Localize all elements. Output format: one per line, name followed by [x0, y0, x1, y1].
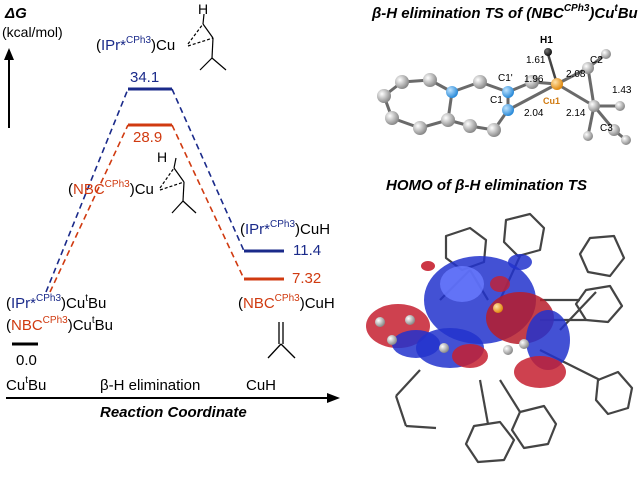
label-ts-red: (NBCCPh3)Cu: [68, 179, 154, 198]
h-label-blue: H: [198, 1, 209, 17]
homo-render: [366, 212, 634, 464]
paren-close: ): [61, 295, 67, 312]
value-ts-red: 28.9: [133, 129, 163, 146]
value-prod-red: 7.32: [292, 270, 322, 287]
nbc-name: NBC: [11, 317, 43, 334]
label-prod-red: (NBCCPh3)CuH: [238, 293, 335, 312]
paren-open: (: [240, 221, 245, 238]
nbc-sup: CPh3: [274, 293, 300, 304]
ts-title-pre: β-H elimination TS of (NBC: [372, 5, 564, 22]
atom-c1: C1: [490, 95, 503, 106]
value-start: 0.0: [16, 352, 37, 369]
stage-ts: β-H elimination: [100, 377, 201, 394]
atom-c3: C3: [600, 123, 613, 134]
ipr-name: IPr*: [101, 37, 127, 54]
h-label-red: H: [157, 149, 168, 165]
paren-open: (: [6, 317, 11, 334]
ts-title-post: Bu: [617, 5, 638, 22]
connector-red: [49, 124, 245, 293]
stage-start-main: Cu: [6, 377, 26, 394]
ts-red-structure: [159, 157, 197, 214]
cu-label: Cu: [134, 181, 154, 198]
stage-end: CuH: [246, 377, 277, 394]
atom-cu1: Cu1: [543, 96, 561, 106]
cu-tbu-main: Cu: [72, 317, 92, 334]
paren-close: ): [299, 295, 305, 312]
cu-tbu-main: Cu: [66, 295, 86, 312]
homo-title-pre: HOMO of: [386, 177, 456, 194]
atom-c2: C2: [590, 55, 603, 66]
dist-1: 1.61: [526, 55, 546, 66]
reaction-axis-label: Reaction Coordinate: [100, 404, 247, 421]
paren-close: ): [295, 221, 301, 238]
paren-close: ): [129, 181, 135, 198]
cu-tbu-tail: Bu: [88, 295, 107, 312]
ipr-sup: CPh3: [36, 293, 62, 304]
paren-open: (: [96, 37, 101, 54]
dist-2: 1.96: [524, 74, 544, 85]
stage-start-tail: Bu: [27, 377, 47, 394]
cuh-label: CuH: [304, 295, 335, 312]
energy-axis: [4, 48, 14, 128]
dist-4: 1.43: [612, 85, 632, 96]
paren-open: (: [68, 181, 73, 198]
ts-title-sup2: t: [614, 3, 618, 14]
label-ts-blue: (IPr*CPh3)Cu: [96, 35, 176, 54]
ipr-sup: CPh3: [270, 219, 296, 230]
atom-h1: H1: [540, 35, 553, 46]
connector-blue: [45, 88, 245, 293]
paren-open: (: [238, 295, 243, 312]
dist-3: 2.08: [566, 69, 586, 80]
energy-axis-unit: (kcal/mol): [2, 24, 63, 40]
label-start-red: (NBCCPh3)CutBu: [6, 315, 114, 334]
label-prod-blue: (IPr*CPh3)CuH: [240, 219, 331, 238]
ipr-sup: CPh3: [126, 35, 152, 46]
nbc-sup: CPh3: [42, 315, 68, 326]
cu-tbu-tail: Bu: [94, 317, 114, 334]
isobutene-structure: [267, 322, 296, 359]
nbc-name: NBC: [73, 181, 105, 198]
value-prod-blue: 11.4: [293, 242, 322, 259]
cu-tbu-sup: t: [91, 315, 95, 326]
ts-title-sup: CPh3: [563, 3, 590, 14]
homo-title-post: -H elimination TS: [464, 177, 587, 194]
ts-blue-structure: [187, 13, 227, 71]
stage-start-sup: t: [25, 375, 28, 386]
dist-6: 2.14: [566, 108, 586, 119]
nbc-sup: CPh3: [104, 179, 130, 190]
ipr-name: IPr*: [245, 221, 271, 238]
ts-3d-structure: [377, 48, 631, 145]
nbc-name: NBC: [243, 295, 275, 312]
ts-structure-title: β-H elimination TS of (NBCCPh3)CutBu: [372, 3, 638, 22]
cu-label: Cu: [156, 37, 176, 54]
atom-c1p: C1': [498, 73, 513, 84]
label-start-blue: (IPr*CPh3)CutBu: [6, 293, 107, 312]
dist-5: 2.04: [524, 108, 544, 119]
paren-close: ): [67, 317, 73, 334]
reaction-axis: [6, 393, 340, 403]
paren-open: (: [6, 295, 11, 312]
cuh-label: CuH: [300, 221, 331, 238]
homo-title-beta: β: [455, 177, 465, 194]
homo-title: HOMO of β-H elimination TS: [386, 178, 587, 193]
energy-axis-symbol: ΔG: [5, 5, 27, 22]
paren-close: ): [151, 37, 157, 54]
ipr-name: IPr*: [11, 295, 37, 312]
cu-tbu-sup: t: [85, 293, 88, 304]
ts-title-mid: )Cu: [589, 5, 615, 22]
value-ts-blue: 34.1: [130, 69, 160, 86]
stage-start: CutBu: [6, 375, 47, 394]
